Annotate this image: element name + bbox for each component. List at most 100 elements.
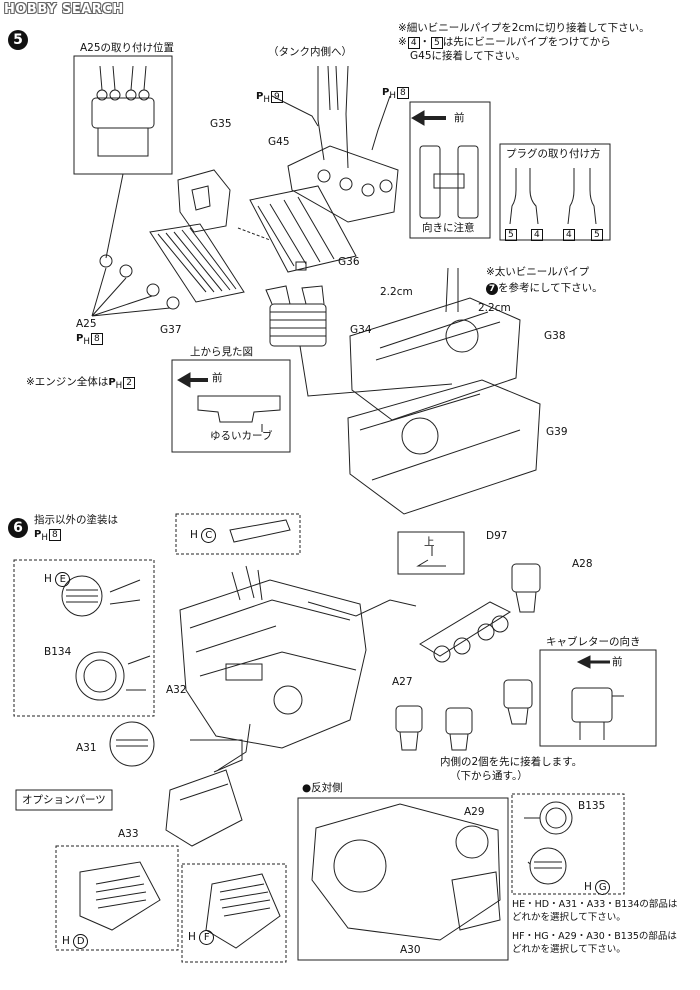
label-g36: G36 bbox=[338, 256, 360, 268]
hf-box bbox=[181, 863, 287, 963]
a25-nut bbox=[99, 254, 113, 268]
a25-detail-art bbox=[91, 65, 155, 157]
label-a29: A29 bbox=[464, 806, 485, 818]
note-hf-line1: HF・HG・A29・A30・B135の部品は bbox=[512, 931, 677, 942]
label-a31: A31 bbox=[76, 742, 97, 754]
label-a30: A30 bbox=[400, 944, 421, 956]
plug-ref: 5 bbox=[591, 229, 603, 241]
plug-ref: 4 bbox=[563, 229, 575, 241]
watermark: HOBBY SEARCH bbox=[4, 2, 124, 17]
length-a: 2.2cm bbox=[380, 286, 413, 298]
g37-cylinder-fins bbox=[149, 223, 245, 303]
front-label: 前 bbox=[454, 112, 465, 124]
part-ref-4: 4 bbox=[407, 37, 420, 49]
a25-position-title: A25の取り付け位置 bbox=[80, 42, 175, 54]
h-symbol: H bbox=[41, 533, 48, 544]
label-a25: A25 bbox=[76, 318, 97, 330]
h-symbol: H bbox=[389, 91, 396, 102]
h-symbol: H bbox=[115, 381, 123, 392]
a27-carbs bbox=[395, 705, 473, 751]
thick-pipes bbox=[445, 267, 459, 313]
label-a32: A32 bbox=[166, 684, 187, 696]
he-cover-art bbox=[61, 575, 103, 617]
b134-cover-art bbox=[75, 651, 125, 701]
arrows bbox=[524, 817, 540, 865]
hg-label: H G bbox=[584, 880, 611, 895]
d97-boss bbox=[477, 623, 495, 641]
pipe-note-line1: ※細いビニールパイプを2cmに切り接着して下さい。 bbox=[398, 22, 650, 34]
top-view-front: 前 bbox=[212, 372, 223, 384]
engine-note-text: ※エンジン全体は bbox=[26, 376, 109, 388]
main-engine bbox=[179, 565, 367, 749]
direction-note: 向きに注意 bbox=[422, 222, 475, 234]
step-6-number: 6 bbox=[8, 518, 28, 538]
carb-orientation-box bbox=[539, 649, 657, 747]
carb-front: 前 bbox=[612, 656, 623, 668]
option-parts-label: オプションパーツ bbox=[22, 794, 106, 806]
label-g45: G45 bbox=[268, 136, 290, 148]
opposite-side-box bbox=[297, 797, 509, 961]
a25-nut bbox=[166, 296, 180, 310]
parts-tree-f: F bbox=[199, 930, 215, 945]
leader bbox=[217, 723, 251, 771]
plug-ref: 4 bbox=[531, 229, 543, 241]
gentle-curve-label: ゆるいカーブ bbox=[210, 430, 273, 442]
opposite-side-label: ●反対側 bbox=[302, 782, 343, 794]
page-ref-2: 2 bbox=[123, 377, 135, 389]
label-g38: G38 bbox=[544, 330, 566, 342]
note-dot: ・ bbox=[419, 36, 431, 48]
g36-cylinder-head bbox=[237, 185, 357, 273]
hc-label: H C bbox=[190, 528, 217, 543]
plug-box-art bbox=[509, 168, 597, 225]
label-b135: B135 bbox=[578, 800, 606, 812]
h-letter: H bbox=[188, 931, 196, 943]
page-ref-8: 8 bbox=[48, 529, 61, 541]
opposite-engine-art bbox=[311, 803, 501, 941]
d97-bracket bbox=[419, 601, 512, 657]
hf-cover-art bbox=[205, 873, 281, 949]
page-ref-8: 8 bbox=[90, 333, 103, 345]
label-g39: G39 bbox=[546, 426, 568, 438]
p-symbol: P bbox=[34, 529, 42, 540]
hc-panel bbox=[229, 519, 291, 543]
pipe-note-line3: G45に接着して下さい。 bbox=[410, 50, 526, 62]
a25-nut bbox=[119, 264, 133, 278]
plug-ref-2: 4 bbox=[530, 228, 543, 241]
inner-two-note-1: 内側の2個を先に接着します。 bbox=[440, 756, 583, 768]
hc-panel-box bbox=[175, 513, 301, 555]
label-g35: G35 bbox=[210, 118, 232, 130]
length-b: 2.2cm bbox=[478, 302, 511, 314]
a31-cover-art bbox=[109, 721, 155, 767]
leader bbox=[271, 95, 391, 151]
a33-cover-art bbox=[165, 769, 243, 847]
option-box-top bbox=[13, 559, 155, 717]
h-letter: H bbox=[190, 529, 198, 541]
plug-ref-4: 5 bbox=[590, 228, 603, 241]
plug-title: プラグの取り付け方 bbox=[506, 148, 601, 160]
top-view-title: 上から見た図 bbox=[190, 346, 253, 358]
arrows bbox=[109, 579, 151, 691]
parts-tree-d: D bbox=[73, 934, 89, 949]
up-label: 上 bbox=[424, 536, 435, 548]
hd-box bbox=[55, 845, 179, 951]
h-symbol: H bbox=[263, 95, 270, 106]
plug-ref-1: 5 bbox=[504, 228, 517, 241]
g34-cylinder bbox=[265, 285, 327, 347]
hg-art bbox=[529, 847, 567, 885]
vinyl-pipes bbox=[317, 65, 349, 169]
direction-box-art bbox=[419, 145, 479, 219]
option-label-box bbox=[15, 789, 113, 811]
g38-upper-case bbox=[349, 267, 521, 421]
leader bbox=[190, 739, 243, 773]
paint-note: 指示以外の塗装は bbox=[34, 514, 118, 526]
label-g34: G34 bbox=[350, 324, 372, 336]
hd-label: H D bbox=[62, 934, 89, 949]
plug-ref: 5 bbox=[505, 229, 517, 241]
g45-block bbox=[287, 145, 399, 223]
